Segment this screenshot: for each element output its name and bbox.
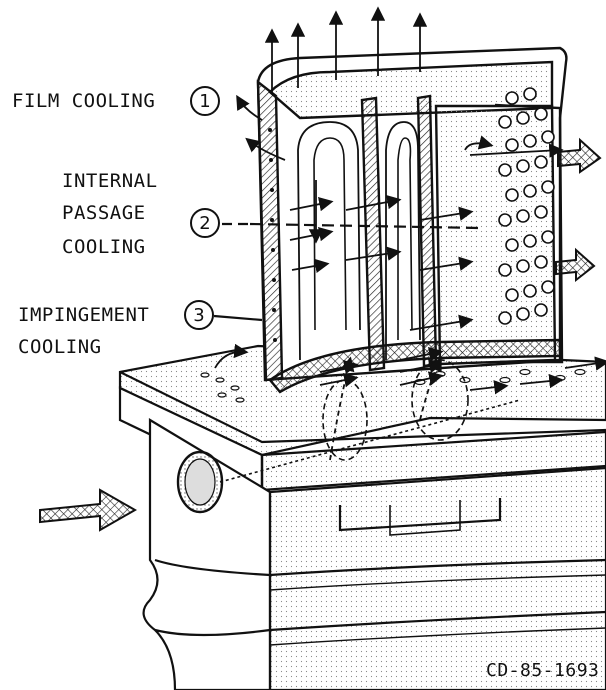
label-leaders	[213, 222, 481, 322]
blade-platform	[118, 344, 606, 492]
airflow-arrows-icon	[214, 6, 606, 461]
pin-fins	[498, 87, 555, 325]
internal-label-line1: INTERNAL	[62, 170, 158, 192]
internal-label-line3: COOLING	[62, 236, 146, 258]
supply-passages	[219, 359, 521, 483]
impingement-number: 3	[184, 300, 214, 330]
figure-code: CD-85-1693	[486, 660, 600, 681]
coolant-inlet-port	[176, 450, 224, 514]
outlet-arrows-icon	[555, 137, 602, 283]
impingement-label-line2: COOLING	[18, 336, 102, 358]
film-cooling-number: 1	[190, 86, 220, 116]
film-holes	[268, 128, 277, 342]
internal-passage-number: 2	[190, 208, 220, 238]
film-cooling-label: FILM COOLING	[12, 90, 156, 112]
internal-label-line2: PASSAGE	[62, 202, 146, 224]
impingement-label-line1: IMPINGEMENT	[18, 304, 150, 326]
blade-root	[142, 418, 606, 690]
inlet-arrow-icon	[39, 488, 138, 532]
